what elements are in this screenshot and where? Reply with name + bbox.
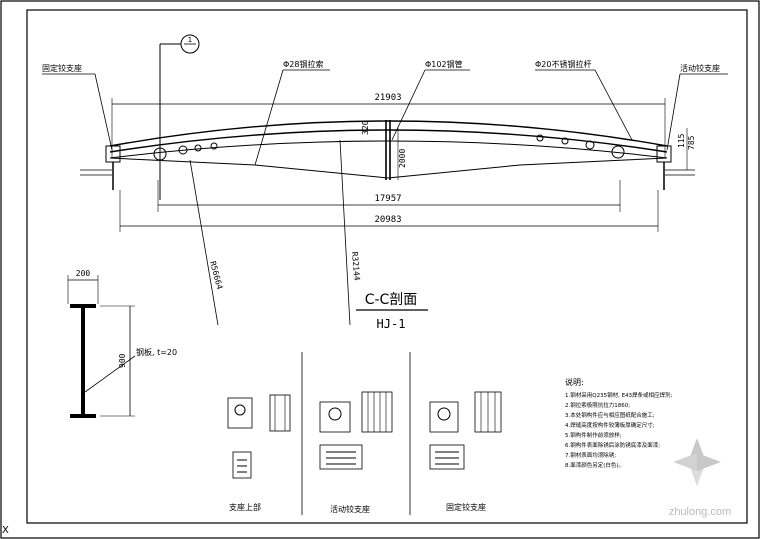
web-height-dim: 900 (118, 353, 127, 368)
lower-span-dimension: 17957 (157, 180, 621, 212)
i-beam-section: 200 900 钢板, t=20 (67, 269, 177, 418)
note-line: 4.焊缝高度按构件较薄板厚确定尺寸; (565, 421, 655, 429)
web-width-dim: 200 (76, 269, 91, 278)
fixed-caption: 固定铰支座 (446, 502, 486, 512)
plate-note: 钢板, t=20 (136, 347, 177, 357)
stainless-rod-label: Φ20不锈钢拉杆 (535, 59, 591, 69)
fixed-support-detail: 固定铰支座 (429, 391, 502, 512)
small-top-dim: 320 (361, 120, 370, 135)
section-title: C-C剖面 (365, 292, 418, 308)
note-line: 1.钢材采用Q235钢材, E43焊条或相应焊剂; (565, 391, 673, 399)
notes-heading: 说明: (565, 377, 584, 387)
support-top-caption: 支座上部 (229, 502, 261, 512)
right-dim-b: 785 (687, 135, 696, 150)
watermark-logo-icon (673, 438, 721, 486)
section-subtitle: HJ-1 (377, 317, 406, 331)
note-line: 7.钢材表面均须除锈; (565, 451, 616, 459)
depth-dim: 2000 (398, 149, 407, 168)
truss-elevation (80, 120, 695, 190)
note-line: 8.面漆颜色另定(白色)。 (565, 461, 624, 469)
note-line: 5.钢构件制作前须放样; (565, 431, 622, 439)
sliding-caption: 活动铰支座 (330, 504, 370, 514)
right-dim-a: 115 (677, 133, 686, 148)
sliding-hinge-support-label: 活动铰支座 (680, 63, 720, 73)
radius-inner-label: R32144 (350, 251, 362, 281)
general-notes: 说明: 1.钢材采用Q235钢材, E43焊条或相应焊剂; 2.钢拉索极限抗拉力… (565, 377, 673, 469)
radius-outer-label: R56664 (208, 260, 224, 290)
axis-marker-label: 1 (188, 36, 192, 44)
support-span-dimension: 20983 (119, 190, 659, 232)
fixed-hinge-support-label: 固定铰支座 (42, 63, 82, 73)
note-line: 3.本处钢构件应与相应图纸配合施工; (565, 411, 655, 419)
note-line: 6.钢构件表面除锈后涂防锈底漆及面漆; (565, 441, 660, 449)
lower-span-value: 17957 (374, 194, 401, 204)
overall-span-dimension: 21903 (111, 93, 666, 158)
support-top-detail: 支座上部 (227, 394, 291, 512)
overall-span-value: 21903 (374, 93, 401, 103)
support-span-value: 20983 (374, 215, 401, 225)
axis-marker: 1 (159, 34, 200, 200)
note-line: 2.钢拉索极限抗拉力1860; (565, 401, 630, 409)
inner-frame (26, 9, 748, 524)
steel-pipe-label: Φ102钢管 (425, 59, 463, 69)
steel-cable-label: Φ28钢拉索 (283, 59, 323, 69)
sliding-support-detail: 活动铰支座 (319, 391, 393, 514)
corner-mark: X (2, 525, 9, 536)
watermark-text: zhulong.com (669, 506, 731, 518)
